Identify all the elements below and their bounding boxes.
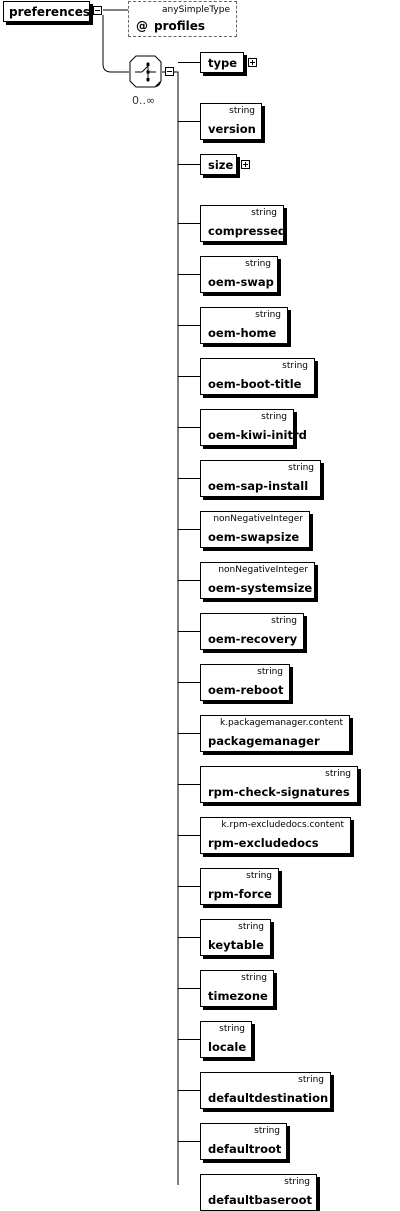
element-type: string (251, 208, 277, 218)
attribute-type: anySimpleType (162, 5, 230, 15)
element-locale[interactable]: string locale (200, 1021, 252, 1058)
element-type: string (246, 871, 272, 881)
element-name: type (208, 56, 238, 70)
connector-lines (102, 9, 200, 1185)
element-name: oem-sap-install (208, 479, 309, 493)
element-name: oem-home (208, 326, 277, 340)
element-type[interactable]: type (200, 52, 244, 73)
element-name: keytable (208, 938, 264, 952)
element-type: string (245, 259, 271, 269)
element-oem-reboot[interactable]: string oem-reboot (200, 664, 290, 701)
collapse-sequence-icon[interactable] (165, 67, 174, 76)
element-type: string (229, 106, 255, 116)
element-defaultbaseroot[interactable]: string defaultbaseroot (200, 1174, 317, 1211)
element-defaultroot[interactable]: string defaultroot (200, 1123, 287, 1160)
element-version[interactable]: string version (200, 103, 262, 140)
element-type: string (238, 922, 264, 932)
element-oem-recovery[interactable]: string oem-recovery (200, 613, 304, 650)
element-keytable[interactable]: string keytable (200, 919, 271, 956)
element-oem-systemsize[interactable]: nonNegativeInteger oem-systemsize (200, 562, 315, 599)
element-size[interactable]: size (200, 154, 237, 175)
element-name: packagemanager (208, 734, 320, 748)
element-type: string (261, 412, 287, 422)
element-name: oem-recovery (208, 632, 298, 646)
element-oem-home[interactable]: string oem-home (200, 307, 288, 344)
element-type: string (282, 361, 308, 371)
element-type: string (241, 973, 267, 983)
element-oem-kiwi-initrd[interactable]: string oem-kiwi-initrd (200, 409, 307, 446)
element-type: string (255, 310, 281, 320)
element-timezone[interactable]: string timezone (200, 970, 274, 1007)
element-type: k.rpm-excludedocs.content (221, 820, 344, 830)
sequence-occurrence: 0..∞ (132, 94, 156, 107)
element-name: version (208, 122, 256, 136)
element-name: oem-swap (208, 275, 274, 289)
sequence-compositor-icon[interactable] (129, 55, 162, 88)
element-name: defaultbaseroot (208, 1193, 313, 1207)
element-name: size (208, 158, 234, 172)
expand-icon[interactable] (241, 160, 250, 169)
element-type: string (325, 769, 351, 779)
element-name: oem-reboot (208, 683, 284, 697)
element-type: string (298, 1075, 324, 1085)
element-type: string (257, 667, 283, 677)
element-oem-boot-title[interactable]: string oem-boot-title (200, 358, 315, 395)
element-name: defaultdestination (208, 1091, 329, 1105)
attribute-name: profiles (154, 19, 206, 33)
element-type: k.packagemanager.content (219, 718, 343, 728)
element-type: string (284, 1177, 310, 1187)
element-packagemanager[interactable]: k.packagemanager.content packagemanager (200, 715, 350, 752)
element-oem-swapsize[interactable]: nonNegativeInteger oem-swapsize (200, 511, 310, 548)
element-rpm-force[interactable]: string rpm-force (200, 868, 279, 905)
attribute-at-icon: @ (136, 19, 148, 33)
attribute-profiles[interactable]: anySimpleType @ profiles (128, 1, 237, 37)
element-type: string (219, 1024, 245, 1034)
element-name: rpm-excludedocs (208, 836, 319, 850)
element-name: timezone (208, 989, 268, 1003)
element-defaultdestination[interactable]: string defaultdestination (200, 1072, 331, 1109)
element-type: string (288, 463, 314, 473)
expand-icon[interactable] (248, 58, 257, 67)
element-type: nonNegativeInteger (218, 565, 308, 575)
root-element-preferences[interactable]: preferences (3, 1, 90, 22)
element-oem-sap-install[interactable]: string oem-sap-install (200, 460, 321, 497)
element-name: oem-kiwi-initrd (208, 428, 307, 442)
element-name: oem-systemsize (208, 581, 313, 595)
element-type: string (254, 1126, 280, 1136)
collapse-icon[interactable] (93, 6, 102, 15)
trunk-line (174, 71, 179, 1185)
element-name: rpm-force (208, 887, 272, 901)
element-rpm-excludedocs[interactable]: k.rpm-excludedocs.content rpm-excludedocs (200, 817, 351, 854)
element-name: compressed (208, 224, 287, 238)
element-name: defaultroot (208, 1142, 282, 1156)
element-rpm-check-signatures[interactable]: string rpm-check-signatures (200, 766, 358, 803)
element-name: oem-swapsize (208, 530, 300, 544)
element-type: nonNegativeInteger (213, 514, 303, 524)
element-name: oem-boot-title (208, 377, 302, 391)
element-name: locale (208, 1040, 247, 1054)
root-element-name: preferences (9, 5, 90, 19)
element-type: string (271, 616, 297, 626)
element-compressed[interactable]: string compressed (200, 205, 287, 242)
element-name: rpm-check-signatures (208, 785, 350, 799)
element-oem-swap[interactable]: string oem-swap (200, 256, 278, 293)
